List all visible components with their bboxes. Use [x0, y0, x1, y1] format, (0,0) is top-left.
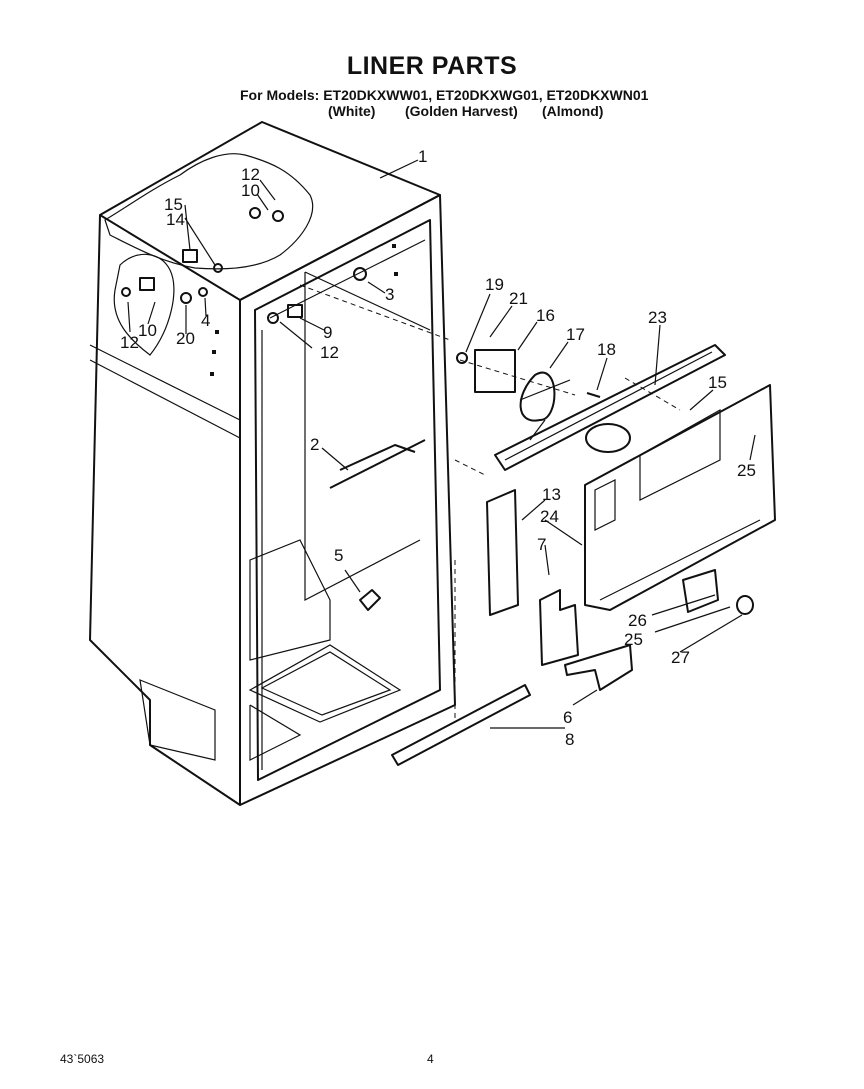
callout-9: 9	[323, 323, 332, 342]
callout-10-top: 10	[241, 181, 260, 200]
callout-25-bottom: 25	[624, 630, 643, 649]
callout-25-right: 25	[737, 461, 756, 480]
callout-21: 21	[509, 289, 528, 308]
part-number-footer: 43`5063	[60, 1052, 105, 1066]
callout-labels: 1 12 10 15 14 3 19 21 16 17 18 23 15 9 1…	[120, 147, 756, 749]
callout-16: 16	[536, 306, 555, 325]
callout-15-left: 15	[164, 195, 183, 214]
callout-14: 14	[166, 210, 185, 229]
callout-15-right: 15	[708, 373, 727, 392]
callout-24: 24	[540, 507, 559, 526]
callout-4: 4	[201, 311, 210, 330]
finish-white: (White)	[328, 103, 376, 119]
callout-12-left: 12	[120, 333, 139, 352]
callout-17: 17	[566, 325, 585, 344]
callout-27: 27	[671, 648, 690, 667]
finish-almond: (Almond)	[542, 103, 604, 119]
callout-8: 8	[565, 730, 574, 749]
callout-5: 5	[334, 546, 343, 565]
air-duct	[494, 344, 726, 471]
callout-12-top: 12	[241, 165, 260, 184]
callout-20: 20	[176, 329, 195, 348]
page-number: 4	[427, 1052, 434, 1066]
callout-6: 6	[563, 708, 572, 727]
callout-19: 19	[485, 275, 504, 294]
hardware	[121, 207, 426, 611]
callout-1: 1	[418, 147, 427, 166]
panels	[391, 489, 754, 766]
callout-3: 3	[385, 285, 394, 304]
callout-2: 2	[310, 435, 319, 454]
callout-23: 23	[648, 308, 667, 327]
evaporator-cover	[584, 384, 776, 611]
leader-lines	[127, 159, 756, 729]
callout-10-left: 10	[138, 321, 157, 340]
callout-13: 13	[542, 485, 561, 504]
cabinet-liner	[89, 121, 456, 806]
callout-7: 7	[537, 535, 546, 554]
callout-12-mid: 12	[320, 343, 339, 362]
callout-26: 26	[628, 611, 647, 630]
finish-golden-harvest: (Golden Harvest)	[405, 103, 518, 119]
fan-assembly	[456, 349, 601, 441]
page-title: LINER PARTS	[346, 52, 518, 80]
callout-18: 18	[597, 340, 616, 359]
model-list: For Models: ET20DKXWW01, ET20DKXWG01, ET…	[240, 87, 649, 103]
